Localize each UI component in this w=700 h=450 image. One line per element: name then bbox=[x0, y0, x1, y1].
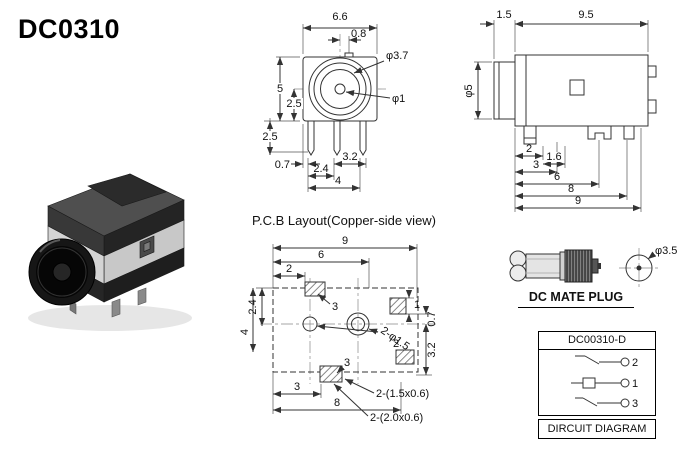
pcb-dim-9: 9 bbox=[342, 235, 348, 247]
side-leg-e-dim: 8 bbox=[568, 183, 574, 195]
front-view-drawing: 6.6 0.8 5 2.5 2.5 0.7 3.2 2.4 4 φ3.7 bbox=[261, 11, 408, 192]
side-leg-c-dim: 3 bbox=[533, 159, 539, 171]
pcb-pad-top-label: 3 bbox=[332, 301, 338, 313]
pad-bottom bbox=[319, 365, 343, 383]
front-foot-offset-dim: 0.7 bbox=[275, 159, 290, 171]
side-dimensions: 1.5 9.5 φ5 2 1.6 3 6 8 9 bbox=[463, 9, 648, 212]
pcb-dim-b3: 3 bbox=[294, 381, 300, 393]
pcb-outline bbox=[272, 281, 419, 383]
part-number-title: DC0310 bbox=[18, 14, 121, 44]
front-half-height-dim: 2.5 bbox=[286, 98, 301, 110]
side-leg-a-dim: 2 bbox=[526, 143, 532, 155]
side-body-dim: 9.5 bbox=[578, 9, 593, 21]
circuit-pin-bottom: 3 bbox=[575, 397, 638, 410]
pcb-dim-1: 1 bbox=[414, 299, 420, 311]
product-photo bbox=[28, 173, 192, 331]
side-leg-d-dim: 6 bbox=[554, 171, 560, 183]
pcb-dim-2: 2 bbox=[286, 263, 292, 275]
hole-right-outer bbox=[346, 312, 370, 336]
circuit-pin-middle: 1 bbox=[571, 377, 638, 390]
circuit-diagram-box: DC00310-D 2 1 3 bbox=[538, 331, 656, 416]
side-leg-b-dim: 1.6 bbox=[546, 151, 561, 163]
side-body-outline bbox=[493, 54, 657, 145]
side-leg-f-dim: 9 bbox=[575, 195, 581, 207]
front-leg-dim: 2.5 bbox=[262, 131, 277, 143]
pcb-slot-small-label: 2-(1.5x0.6) bbox=[376, 388, 429, 400]
plug-tip-section: φ3.5 bbox=[619, 245, 677, 288]
pcb-pad-right-label: 2 bbox=[393, 338, 399, 350]
photo-shadow bbox=[28, 305, 192, 331]
pcb-dim-4: 4 bbox=[239, 329, 251, 335]
pcb-slot-large-label: 2-(2.0x0.6) bbox=[370, 412, 423, 424]
pcb-dim-32: 3.2 bbox=[426, 342, 438, 357]
pcb-layout-drawing: 9 6 2 3 2.4 4 1 0.7 3.2 2 2-φ1.5 3 bbox=[239, 235, 438, 424]
pcb-dimensions: 9 6 2 3 2.4 4 1 0.7 3.2 2 2-φ1.5 3 bbox=[239, 235, 438, 424]
circuit-symbols: 2 1 3 bbox=[571, 355, 638, 410]
front-pin-dim: φ1 bbox=[392, 93, 405, 105]
side-barrel-dim: φ5 bbox=[463, 84, 475, 97]
pcb-dim-6: 6 bbox=[318, 249, 324, 261]
circuit-pin-middle-label: 1 bbox=[632, 378, 638, 390]
pcb-layout-caption: P.C.B Layout(Copper-side view) bbox=[252, 213, 437, 228]
front-foot-span-dim: 3.2 bbox=[342, 151, 357, 163]
front-notch-dim: 0.8 bbox=[351, 28, 366, 40]
jack-barrel bbox=[28, 238, 96, 306]
plug-tip-dim: φ3.5 bbox=[655, 245, 677, 257]
pcb-dim-07: 0.7 bbox=[426, 311, 438, 326]
dc-mate-plug-drawing: φ3.5 bbox=[509, 245, 677, 288]
front-height-dim: 5 bbox=[277, 83, 283, 95]
pcb-pad-bottom-label: 3 bbox=[344, 357, 350, 369]
circuit-diagram-header: DC00310-D bbox=[539, 332, 655, 350]
pad-right bbox=[395, 349, 415, 365]
circuit-diagram-caption: DIRCUIT DIAGRAM bbox=[538, 419, 656, 439]
circuit-pin-top-label: 2 bbox=[632, 357, 638, 369]
circuit-pin-bottom-label: 3 bbox=[632, 398, 638, 410]
front-body-outline bbox=[302, 52, 378, 156]
front-width-dim: 6.6 bbox=[332, 11, 347, 23]
pad-top-right bbox=[389, 297, 407, 315]
dc-mate-plug-caption: DC MATE PLUG bbox=[518, 290, 634, 308]
front-bore-dim: φ3.7 bbox=[386, 50, 408, 62]
side-bushing-dim: 1.5 bbox=[496, 9, 511, 21]
plug-body bbox=[509, 249, 601, 283]
front-pitch-b-dim: 4 bbox=[335, 175, 341, 187]
circuit-pin-top: 2 bbox=[575, 355, 638, 369]
front-dimensions: 6.6 0.8 5 2.5 2.5 0.7 3.2 2.4 4 φ3.7 bbox=[261, 11, 408, 192]
front-pitch-a-dim: 2.4 bbox=[313, 163, 328, 175]
pad-top bbox=[304, 281, 326, 297]
pcb-dim-b8: 8 bbox=[334, 397, 340, 409]
side-view-drawing: 1.5 9.5 φ5 2 1.6 3 6 8 9 bbox=[463, 9, 657, 212]
